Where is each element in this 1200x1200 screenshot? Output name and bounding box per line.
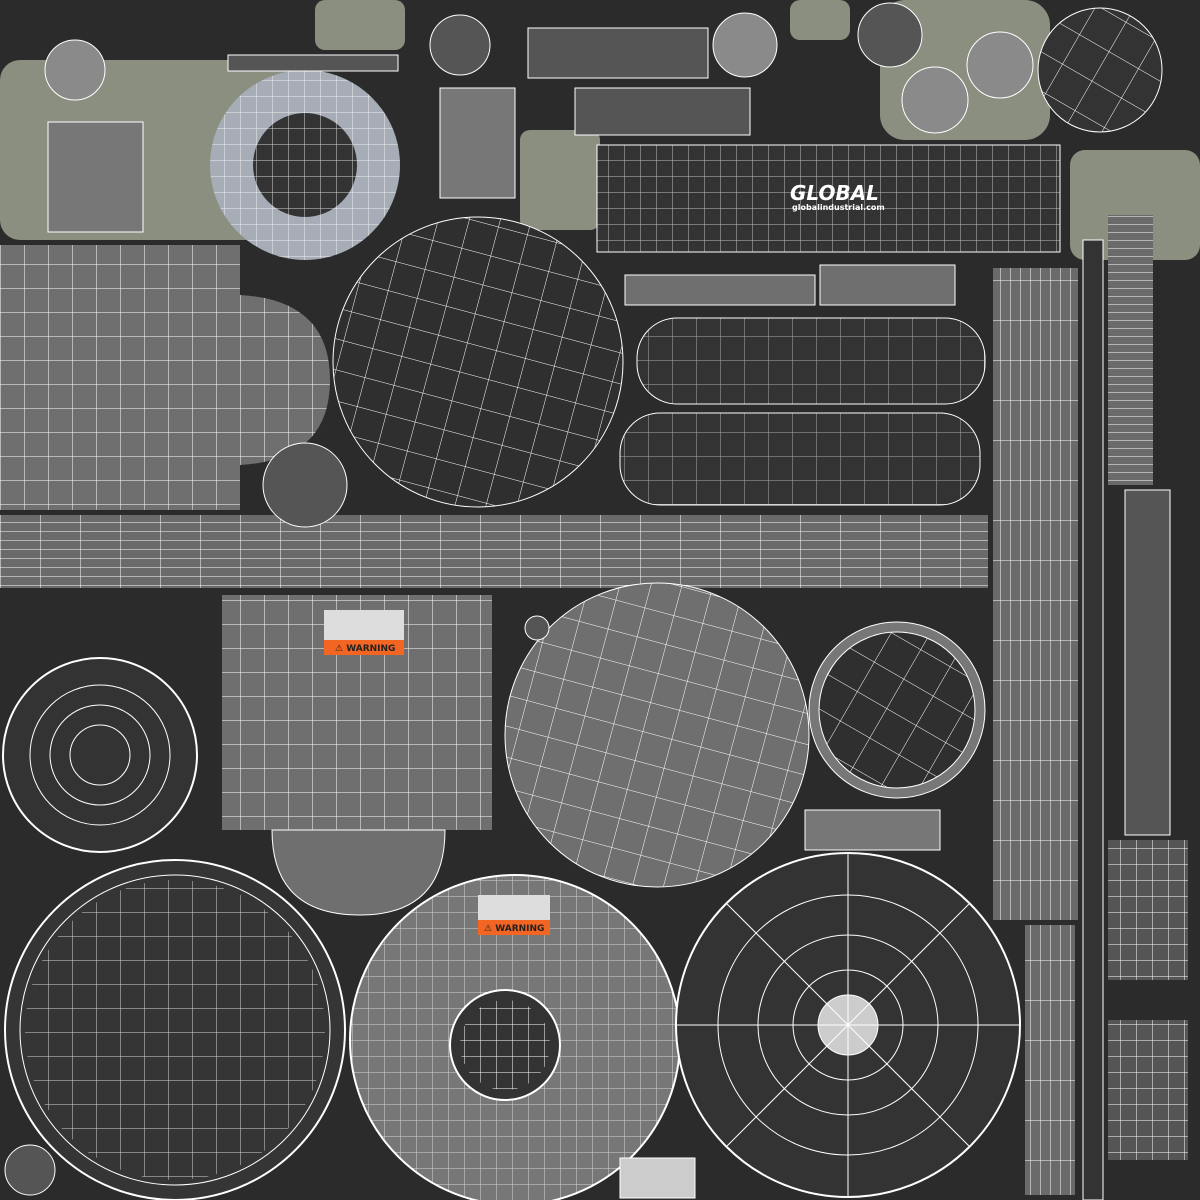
- logo-url: globalindustrial.com: [792, 203, 885, 212]
- octagon-piece-left: [2, 657, 198, 853]
- logo-brand: GLOBAL: [790, 181, 879, 205]
- disc-bottom-left: [4, 859, 346, 1200]
- capsule-pieces: [619, 317, 986, 506]
- logo-panel: GLOBAL globalindustrial.com: [596, 144, 1061, 253]
- disc-bottom-right: [675, 852, 1021, 1198]
- warning-label: ⚠ WARNING: [484, 924, 544, 934]
- disc-dark-top: [332, 216, 624, 508]
- small-pieces: [4, 2, 1034, 1199]
- top-strips: [227, 27, 956, 306]
- body-panel-left: [0, 245, 330, 510]
- disc-bottom-center: ⚠ WARNING: [349, 874, 681, 1200]
- horizontal-strip: [0, 515, 988, 588]
- vertical-strips: [993, 215, 1188, 1200]
- warning-label: ⚠ WARNING: [335, 644, 395, 654]
- body-panel-center: ⚠ WARNING: [222, 595, 492, 916]
- ring-piece-top-left: [210, 70, 400, 260]
- disc-top-right: [1037, 7, 1163, 133]
- disc-gray-center: [504, 582, 810, 888]
- disc-ring-right: [808, 621, 986, 799]
